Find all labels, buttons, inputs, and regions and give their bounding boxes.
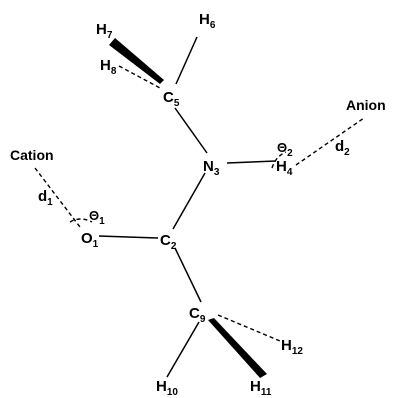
h4-anion-distance-line — [295, 117, 365, 166]
theta2-arc — [271, 151, 287, 169]
atom-o1: O1 — [81, 230, 99, 250]
distance-d2-label: d2 — [335, 138, 350, 158]
bond-c9-h11-wedge — [208, 318, 267, 378]
distance-d1-label: d1 — [38, 188, 53, 208]
atom-h10: H10 — [156, 378, 178, 398]
atom-h8: H8 — [100, 57, 117, 77]
bond-c5-h7-wedge — [109, 38, 164, 84]
bond-c9-h10 — [166, 321, 200, 378]
cation-o1-distance-line — [34, 167, 81, 228]
atom-c9: C9 — [189, 305, 206, 325]
atom-c2: C2 — [160, 232, 177, 252]
theta1-arc — [69, 218, 93, 223]
bond-c5-h6 — [175, 36, 198, 85]
angle-theta2-label: Θ2 — [277, 140, 293, 159]
anion-label: Anion — [346, 97, 386, 113]
atom-h6: H6 — [199, 11, 216, 31]
bond-c5-h8-dashed — [118, 65, 161, 89]
bond-n3-c2 — [172, 172, 206, 230]
atom-c5: C5 — [163, 89, 180, 109]
atom-h7: H7 — [96, 21, 113, 41]
bond-n3-h4 — [226, 160, 277, 164]
cation-label: Cation — [10, 147, 54, 163]
bond-c2-o1 — [98, 235, 159, 239]
bond-c2-c9 — [174, 247, 202, 303]
atom-h4: H4 — [276, 158, 293, 178]
angle-theta1-label: Θ1 — [89, 208, 105, 227]
atom-n3: N3 — [203, 158, 220, 178]
bond-c5-n3 — [174, 107, 208, 154]
atom-h12: H12 — [281, 337, 303, 357]
atom-h11: H11 — [250, 378, 272, 398]
bond-c9-h12-dashed — [217, 314, 281, 342]
